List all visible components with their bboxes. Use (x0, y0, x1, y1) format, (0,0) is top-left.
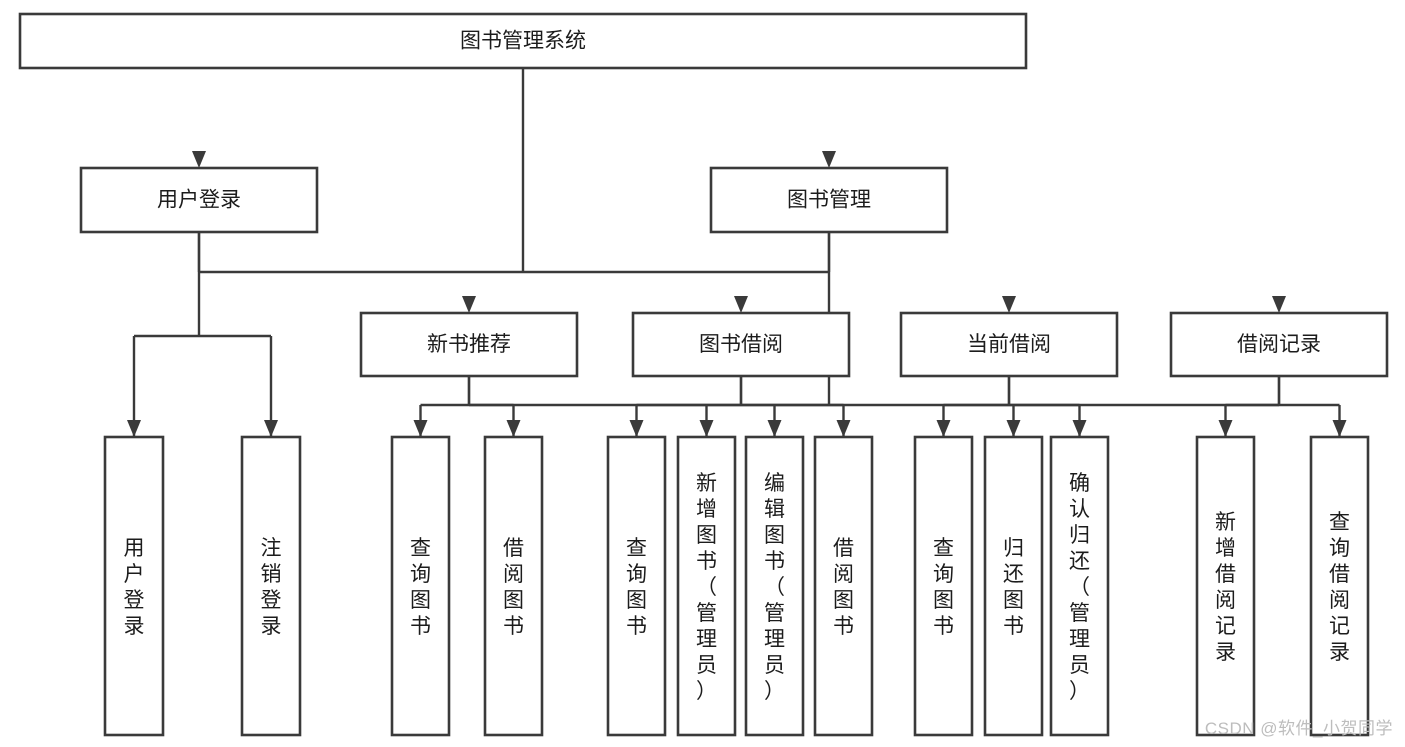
node-layer: 图书管理系统用户登录图书管理新书推荐图书借阅当前借阅借阅记录用户登录注销登录查询… (18, 12, 1389, 737)
arrow-head (1272, 296, 1286, 313)
node-box (813, 435, 874, 737)
node-box (18, 12, 1028, 70)
node-box (913, 435, 974, 737)
node-注销登录[interactable]: 注销登录 (240, 435, 302, 737)
arrow-head (462, 296, 476, 313)
node-归还图书[interactable]: 归还图书 (983, 435, 1044, 737)
node-label: 图书管理 (787, 189, 871, 212)
node-label: 查询图书 (933, 537, 954, 638)
node-box (709, 166, 949, 234)
node-新书推荐[interactable]: 新书推荐 (359, 311, 579, 378)
node-box (240, 435, 302, 737)
node-box (744, 435, 805, 737)
node-box (390, 435, 451, 737)
node-box (631, 311, 851, 378)
arrow-head (127, 420, 141, 437)
node-label: 用户登录 (157, 189, 241, 212)
node-box (983, 435, 1044, 737)
node-查询借阅记录[interactable]: 查询借阅记录 (1309, 435, 1370, 737)
arrow-head (767, 420, 782, 437)
node-box (483, 435, 544, 737)
arrow-head (264, 420, 278, 437)
node-box (359, 311, 579, 378)
node-label: 借阅记录 (1237, 333, 1321, 356)
node-box (103, 435, 165, 737)
node-新增图书管理员[interactable]: 新增图书（管理员） (676, 435, 737, 737)
node-label: 归还图书 (1003, 537, 1024, 638)
node-图书管理系统[interactable]: 图书管理系统 (18, 12, 1028, 70)
node-label: 编辑图书（管理员） (764, 472, 785, 703)
node-借阅图书[interactable]: 借阅图书 (483, 435, 544, 737)
arrow-head (699, 420, 714, 437)
node-label: 查询图书 (626, 537, 647, 638)
arrow-head (1332, 420, 1347, 437)
arrow-head (1002, 296, 1016, 313)
node-新增借阅记录[interactable]: 新增借阅记录 (1195, 435, 1256, 737)
node-当前借阅[interactable]: 当前借阅 (899, 311, 1119, 378)
node-box (1309, 435, 1370, 737)
arrow-head (836, 420, 851, 437)
node-借阅图书[interactable]: 借阅图书 (813, 435, 874, 737)
arrow-head (1006, 420, 1021, 437)
arrow-head (413, 420, 428, 437)
node-label: 新增图书（管理员） (696, 472, 717, 703)
node-label: 查询借阅记录 (1329, 511, 1350, 664)
node-box (606, 435, 667, 737)
node-box (1195, 435, 1256, 737)
arrow-head (192, 151, 206, 168)
node-label: 用户登录 (124, 537, 145, 638)
arrow-head (1218, 420, 1233, 437)
arrow-head (822, 151, 836, 168)
node-label: 借阅图书 (833, 537, 854, 638)
connector-layer (127, 68, 1347, 437)
node-借阅记录[interactable]: 借阅记录 (1169, 311, 1389, 378)
node-label: 新增借阅记录 (1215, 511, 1236, 664)
node-确认归还管理员[interactable]: 确认归还（管理员） (1049, 435, 1110, 737)
node-用户登录[interactable]: 用户登录 (103, 435, 165, 737)
arrow-head (734, 296, 748, 313)
node-用户登录[interactable]: 用户登录 (79, 166, 319, 234)
node-label: 注销登录 (261, 537, 282, 638)
node-编辑图书管理员[interactable]: 编辑图书（管理员） (744, 435, 805, 737)
node-label: 确认归还（管理员） (1069, 472, 1090, 703)
node-label: 图书借阅 (699, 333, 783, 356)
node-label: 借阅图书 (503, 537, 524, 638)
arrow-head (1072, 420, 1087, 437)
node-查询图书[interactable]: 查询图书 (390, 435, 451, 737)
arrow-head (629, 420, 644, 437)
node-box (1049, 435, 1110, 737)
node-box (79, 166, 319, 234)
node-label: 查询图书 (410, 537, 431, 638)
arrow-head (506, 420, 521, 437)
node-box (676, 435, 737, 737)
node-label: 图书管理系统 (460, 30, 586, 53)
node-box (899, 311, 1119, 378)
node-label: 新书推荐 (427, 333, 511, 356)
arrow-head (936, 420, 951, 437)
node-box (1169, 311, 1389, 378)
node-label: 当前借阅 (967, 333, 1051, 356)
node-图书借阅[interactable]: 图书借阅 (631, 311, 851, 378)
node-图书管理[interactable]: 图书管理 (709, 166, 949, 234)
node-查询图书[interactable]: 查询图书 (606, 435, 667, 737)
node-查询图书[interactable]: 查询图书 (913, 435, 974, 737)
